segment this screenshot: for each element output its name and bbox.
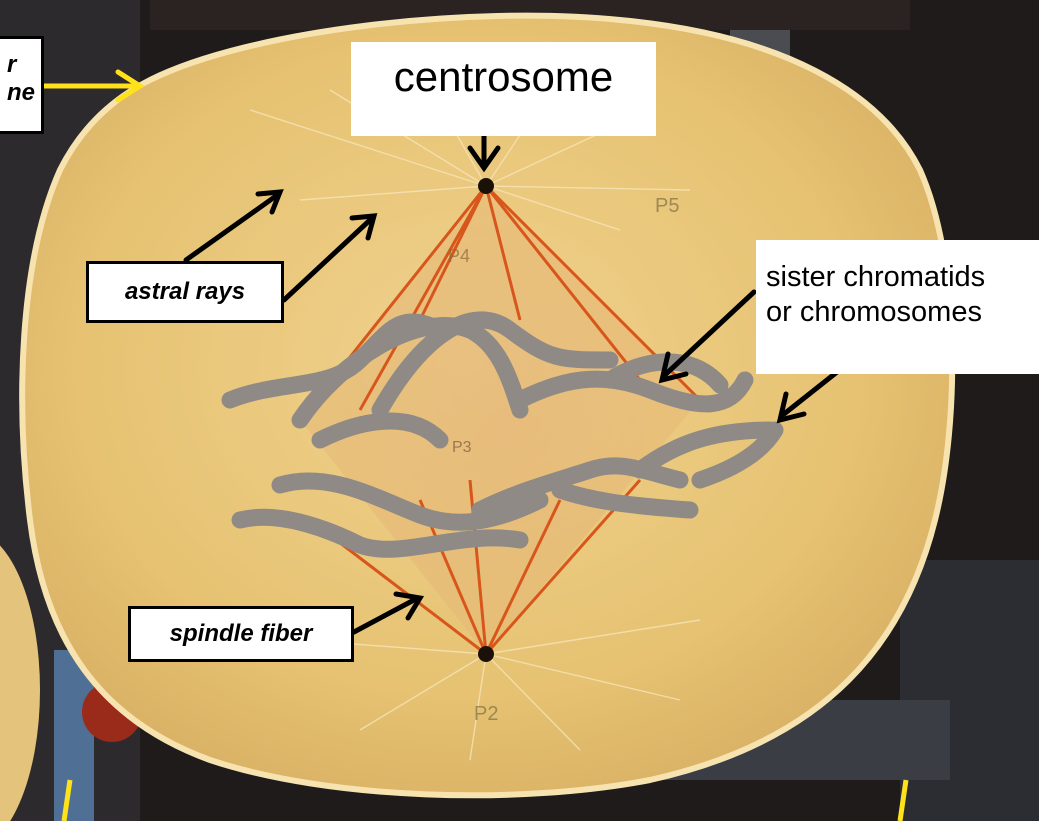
model-mark-center: P3	[452, 439, 472, 456]
chromosomes	[221, 311, 784, 558]
label-sister-chromatids-line1: sister chromatids	[766, 261, 986, 293]
centrosome-top	[478, 178, 494, 194]
label-sister-chromatids: sister chromatids or chromosomes	[756, 240, 1039, 374]
background-stand-right	[900, 560, 1039, 821]
centrosome-bottom	[478, 646, 494, 662]
adjacent-cell-disc	[0, 545, 40, 821]
yellow-bracket-left	[61, 779, 73, 821]
label-cell-membrane-partial: r ne	[0, 36, 44, 134]
model-mark-bottom: P2	[474, 703, 498, 725]
membrane-arrow	[41, 69, 145, 103]
label-partial-top: r	[7, 51, 17, 78]
label-astral-rays: astral rays	[86, 261, 284, 323]
label-sister-chromatids-line2: or chromosomes	[766, 296, 982, 328]
model-mark-top: P5	[655, 195, 679, 217]
label-spindle-fiber: spindle fiber	[128, 606, 354, 662]
label-partial-bottom: ne	[7, 79, 36, 106]
model-mark-upper-left: P4	[448, 246, 470, 266]
yellow-bracket-right	[897, 779, 909, 821]
spindle-region	[300, 186, 700, 654]
label-centrosome: centrosome	[351, 42, 656, 136]
